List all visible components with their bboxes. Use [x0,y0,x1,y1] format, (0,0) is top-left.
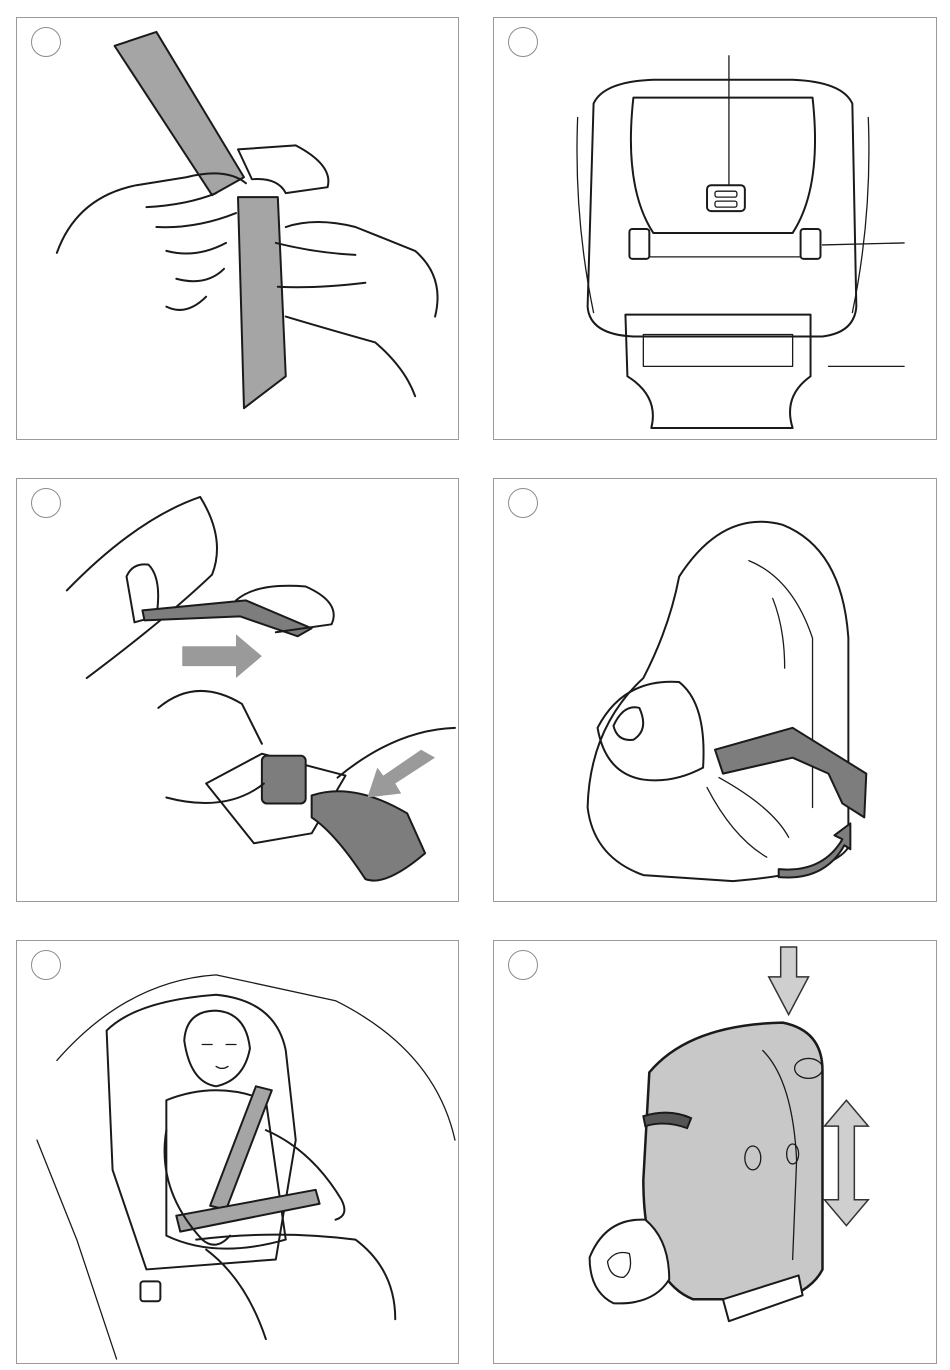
instruction-panel-2 [493,17,937,440]
instruction-panel-3 [16,478,459,902]
headrest-adjustment-illustration [494,941,936,1363]
instruction-panel-6 [493,940,937,1364]
child-seated-illustration [17,941,458,1363]
strap-pull-illustration [17,479,458,901]
instruction-panel-1 [16,17,459,440]
belt-threading-illustration [17,18,458,439]
instruction-panel-5 [16,940,459,1364]
instruction-panel-4 [493,478,937,902]
seat-tilt-illustration [494,479,936,901]
seat-rear-view-illustration [494,18,936,439]
